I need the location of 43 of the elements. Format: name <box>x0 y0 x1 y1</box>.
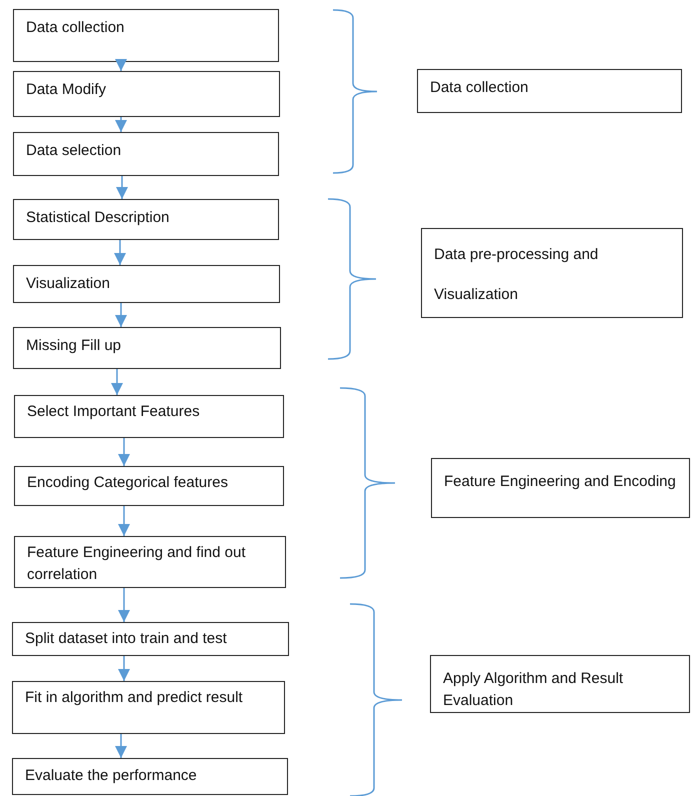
process-box <box>13 327 281 369</box>
process-box <box>13 265 280 303</box>
arrow <box>114 240 126 265</box>
box-label: Data selection <box>26 141 122 161</box>
box-label: Data collection <box>26 18 126 38</box>
process-box <box>13 9 279 62</box>
arrow <box>118 588 130 622</box>
process-box <box>13 199 279 240</box>
box-label: Statistical Description <box>26 208 170 228</box>
box-label: Encoding Categorical features <box>27 473 229 493</box>
box-label: Feature Engineering and find out correlation <box>27 543 246 585</box>
box-label: Apply Algorithm and Result Evaluation <box>443 669 624 711</box>
arrow <box>115 303 127 327</box>
box-label: Visualization <box>26 274 111 294</box>
box-label: Select Important Features <box>27 402 201 422</box>
arrow <box>118 438 130 466</box>
process-box <box>12 758 288 795</box>
arrow <box>111 369 123 395</box>
process-box <box>421 228 683 318</box>
box-label: Fit in algorithm and predict result <box>25 688 244 708</box>
arrow <box>115 59 127 71</box>
box-label: Missing Fill up <box>26 336 122 356</box>
box-label: Data Modify <box>26 80 108 100</box>
process-box <box>14 395 284 438</box>
arrow <box>118 506 130 536</box>
arrow <box>115 117 127 132</box>
arrow <box>116 176 128 199</box>
process-box <box>13 71 280 117</box>
arrow <box>118 656 130 681</box>
process-box <box>12 622 289 656</box>
process-box <box>12 681 285 734</box>
process-box <box>13 132 279 176</box>
box-label: Evaluate the performance <box>25 766 198 786</box>
process-box <box>14 536 286 588</box>
box-label: Feature Engineering and Encoding <box>444 472 677 492</box>
arrow <box>115 734 127 758</box>
box-label: Split dataset into train and test <box>25 629 228 649</box>
process-box <box>430 655 690 713</box>
process-box <box>14 466 284 506</box>
process-box <box>417 69 682 113</box>
box-label: Data pre-processing and Visualization <box>434 245 600 305</box>
box-label: Data collection <box>430 78 530 98</box>
process-box <box>431 458 690 518</box>
